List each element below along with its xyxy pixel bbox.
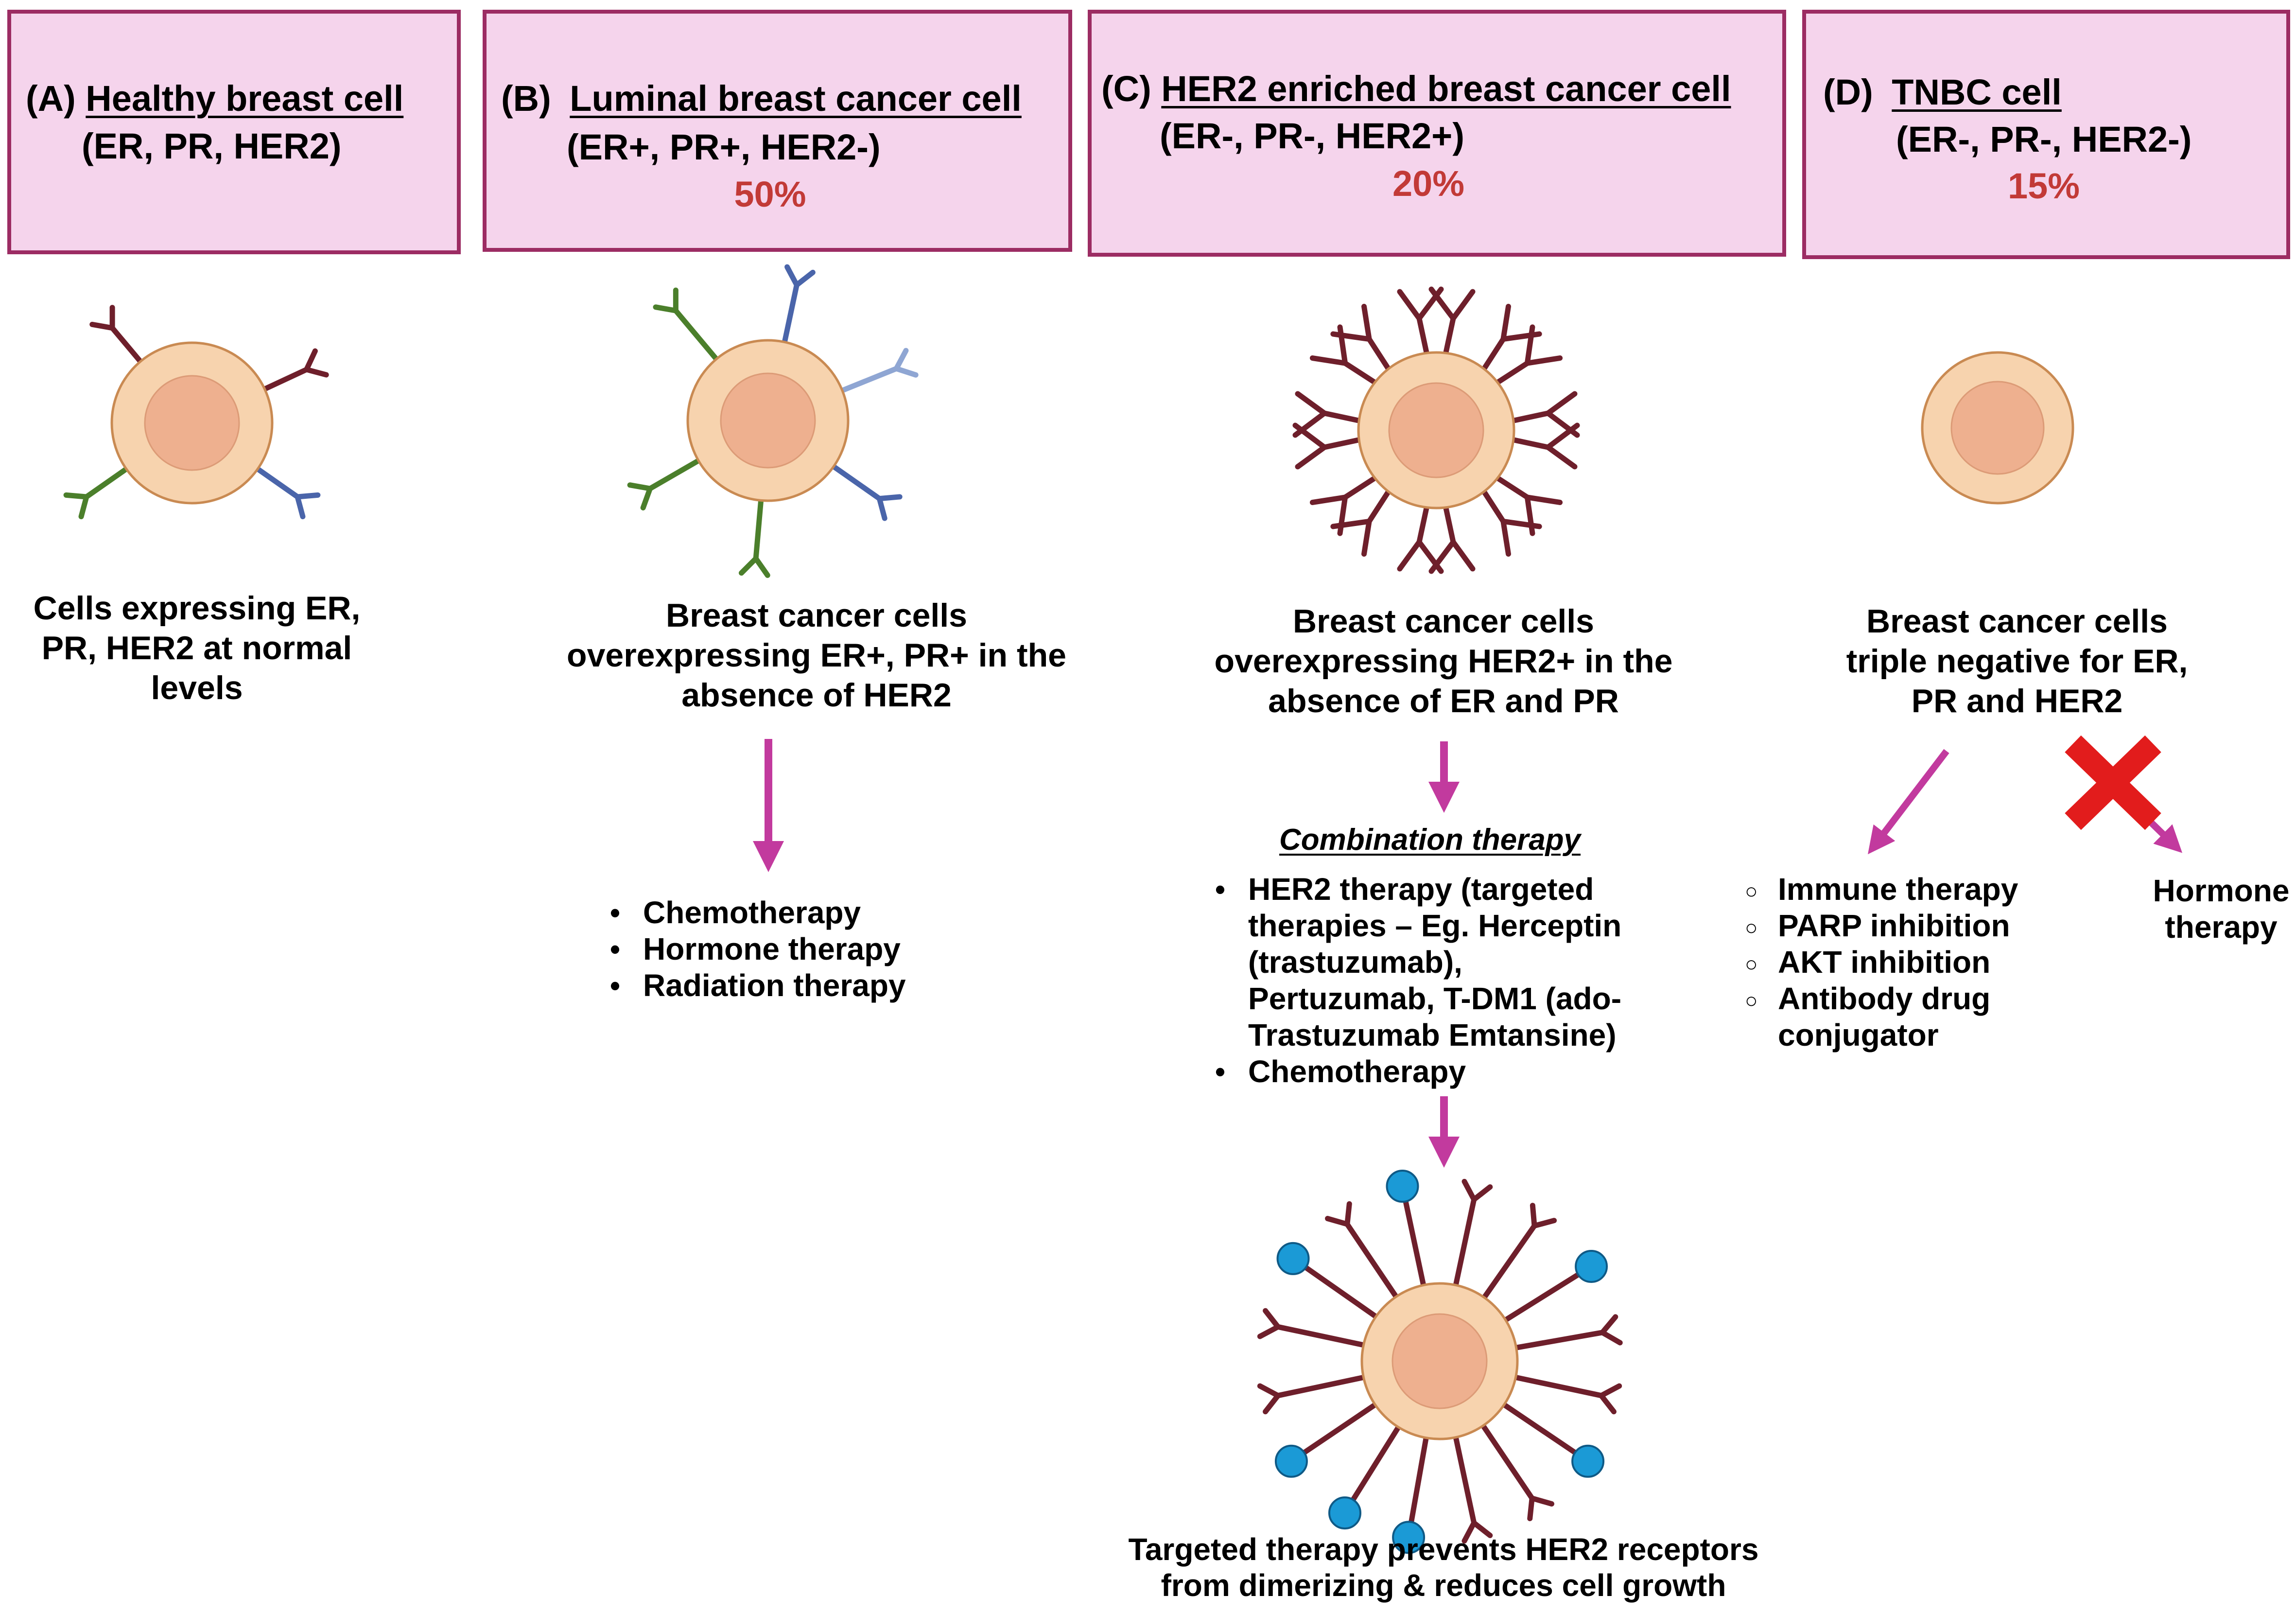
panel-b-treatment-list: Chemotherapy Hormone therapy Radiation t… (610, 895, 906, 1004)
list-item: HER2 therapy (targeted therapies – Eg. H… (1215, 871, 1621, 1053)
panel-b-header: (B) Luminal breast cancer cell (ER+, PR+… (483, 10, 1072, 252)
panel-c-description: Breast cancer cells overexpressing HER2+… (1214, 603, 1673, 719)
panel-b-description: Breast cancer cells overexpressing ER+, … (567, 597, 1066, 714)
her2-receptor (1480, 1423, 1554, 1522)
her2-receptor (1513, 1314, 1623, 1351)
list-item: AKT inhibition (1745, 944, 2018, 982)
list-item: PARP inhibition (1745, 908, 2018, 946)
excluded-hormone-therapy: Hormone therapy (2153, 873, 2290, 945)
antibody-icon (1571, 1444, 1605, 1478)
tnbc-cell-icon (1921, 351, 2074, 505)
her2-dimer (1397, 505, 1476, 574)
nucleus (1950, 381, 2045, 475)
panel-c-percentage: 20% (1392, 163, 1465, 204)
her2-dimer (1397, 286, 1476, 355)
panel-b-letter: (B) (501, 78, 551, 119)
antibody-icon (1276, 1242, 1310, 1275)
her2-dimer (1511, 391, 1580, 470)
panel-d-percentage: 15% (2007, 166, 2080, 206)
panel-a-header: (A) Healthy breast cell (ER, PR, HER2) (7, 10, 461, 254)
her2-dimer (1481, 303, 1563, 385)
panel-d-treatment-list: Immune therapy PARP inhibition AKT inhib… (1745, 871, 2018, 1053)
her2-receptor (262, 348, 329, 392)
nucleus (144, 375, 240, 471)
list-item: Chemotherapy (610, 895, 906, 931)
list-item: Immune therapy (1745, 871, 2018, 910)
luminal-cell-icon (627, 264, 919, 578)
her2-receptor (1325, 1201, 1399, 1299)
her2-receptor (1257, 1308, 1366, 1348)
er-receptor (653, 287, 719, 362)
targeted-therapy-outcome: Targeted therapy prevents HER2 receptors… (1128, 1532, 1759, 1603)
nucleus (1392, 1313, 1488, 1409)
list-item: Antibody drug conjugator (1745, 981, 2018, 1053)
her2-receptor (1481, 1203, 1557, 1300)
panel-b-title: Luminal breast cancer cell (570, 78, 1022, 119)
panel-b-markers: (ER+, PR+, HER2-) (567, 127, 881, 167)
er-receptor (627, 458, 701, 510)
panel-c-title: HER2 enriched breast cancer cell (1161, 69, 1731, 109)
pr-receptor (782, 264, 816, 345)
panel-a-title: Healthy breast cell (86, 78, 404, 119)
panel-c-treatment-list: HER2 therapy (targeted therapies – Eg. H… (1215, 871, 1621, 1090)
list-item: Chemotherapy (1215, 1053, 1621, 1090)
panel-a-markers: (ER, PR, HER2) (82, 126, 342, 166)
her2-receptor (1257, 1374, 1366, 1415)
list-item: Radiation therapy (610, 967, 906, 1004)
cross-icon (2065, 735, 2161, 830)
healthy-cell-icon (63, 305, 329, 520)
her2-dimer (1292, 391, 1361, 470)
antibody-icon (1392, 1521, 1426, 1554)
combination-therapy-title: Combination therapy (1279, 823, 1581, 857)
antibody-icon (1274, 1444, 1308, 1478)
her2-cell-icon (1292, 286, 1580, 574)
panel-c-markers: (ER-, PR-, HER2+) (1160, 116, 1465, 156)
nucleus (720, 372, 816, 469)
panel-d-markers: (ER-, PR-, HER2-) (1896, 119, 2192, 159)
her2-dimer (1481, 475, 1563, 557)
panel-a-letter: (A) (26, 78, 76, 119)
her2-receptor (1453, 1178, 1493, 1288)
pr-receptor (839, 348, 919, 393)
list-item: Hormone therapy (610, 931, 906, 967)
pr-receptor (255, 466, 321, 520)
panel-d-letter: (D) (1823, 72, 1873, 112)
targeted-therapy-cell-icon (1257, 1170, 1623, 1554)
panel-c-letter: (C) (1101, 69, 1151, 109)
panel-d-description: Breast cancer cells triple negative for … (1846, 603, 2188, 719)
antibody-icon (1386, 1170, 1419, 1203)
er-receptor (738, 497, 770, 578)
panel-d-title: TNBC cell (1892, 72, 2062, 112)
panel-d-header: (D) TNBC cell (ER-, PR-, HER2-) 15% (1802, 10, 2290, 259)
her2-receptor (1513, 1374, 1622, 1415)
her2-receptor (1453, 1435, 1493, 1544)
pr-receptor (831, 464, 903, 521)
panel-a-description: Cells expressing ER, PR, HER2 at normal … (33, 590, 361, 706)
arrow-d-to-treatments (1868, 749, 1949, 855)
panel-b-percentage: 50% (734, 174, 806, 214)
antibody-icon (1575, 1249, 1608, 1283)
nucleus (1388, 382, 1484, 478)
er-receptor (63, 466, 129, 520)
her2-dimer (1309, 475, 1391, 557)
her2-dimer (1309, 303, 1391, 385)
panel-c-header: (C) HER2 enriched breast cancer cell (ER… (1088, 10, 1786, 257)
antibody-icon (1328, 1496, 1361, 1530)
her2-receptor (89, 305, 143, 365)
